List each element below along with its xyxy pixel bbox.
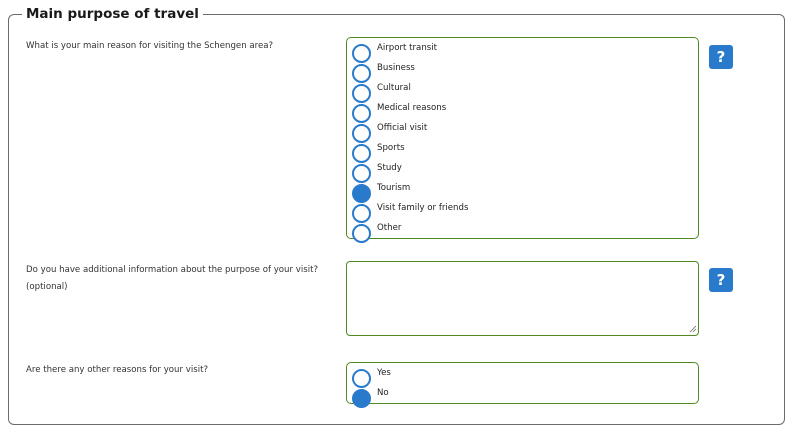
radio-label: Visit family or friends <box>377 203 469 213</box>
radio-option-official-visit[interactable]: Official visit <box>347 118 698 143</box>
other-reasons-question: Are there any other reasons for your vis… <box>26 365 209 375</box>
radio-option-other[interactable]: Other <box>347 218 698 243</box>
radio-option-no[interactable]: No <box>347 383 698 408</box>
radio-option-sports[interactable]: Sports <box>347 138 698 163</box>
radio-label: Tourism <box>377 183 411 193</box>
resize-grip-icon[interactable] <box>689 325 697 333</box>
radio-option-visit-family-or-friends[interactable]: Visit family or friends <box>347 198 698 223</box>
additional-info-question-text: Do you have additional information about… <box>26 265 319 275</box>
radio-circle-icon[interactable] <box>352 64 371 83</box>
radio-circle-icon[interactable] <box>352 44 371 63</box>
radio-label: Cultural <box>377 83 411 93</box>
radio-circle-icon[interactable] <box>352 84 371 103</box>
radio-label: Business <box>377 63 415 73</box>
radio-option-business[interactable]: Business <box>347 58 698 83</box>
help-button-main-reason[interactable]: ? <box>709 45 733 69</box>
radio-option-tourism[interactable]: Tourism <box>347 178 698 203</box>
radio-circle-checked-icon[interactable] <box>352 184 371 203</box>
optional-label: (optional) <box>26 282 68 292</box>
section-title: Main purpose of travel <box>22 4 203 24</box>
radio-label: Official visit <box>377 123 428 133</box>
radio-option-study[interactable]: Study <box>347 158 698 183</box>
radio-option-medical-reasons[interactable]: Medical reasons <box>347 98 698 123</box>
help-button-additional-info[interactable]: ? <box>709 268 733 292</box>
radio-circle-icon[interactable] <box>352 104 371 123</box>
radio-option-airport-transit[interactable]: Airport transit <box>347 38 698 63</box>
main-reason-radio-group: Airport transit Business Cultural Medica… <box>346 37 699 243</box>
radio-label: Medical reasons <box>377 103 447 113</box>
additional-info-textarea[interactable] <box>346 261 699 336</box>
main-reason-question: What is your main reason for visiting th… <box>26 41 274 51</box>
radio-label: No <box>377 388 389 398</box>
radio-circle-icon[interactable] <box>352 144 371 163</box>
radio-label: Airport transit <box>377 43 437 53</box>
radio-circle-icon[interactable] <box>352 204 371 223</box>
radio-circle-checked-icon[interactable] <box>352 389 371 408</box>
radio-option-cultural[interactable]: Cultural <box>347 78 698 103</box>
radio-option-yes[interactable]: Yes <box>347 363 698 388</box>
radio-label: Sports <box>377 143 405 153</box>
question-mark-icon: ? <box>716 48 726 66</box>
radio-label: Other <box>377 223 402 233</box>
question-mark-icon: ? <box>716 271 726 289</box>
radio-circle-icon[interactable] <box>352 124 371 143</box>
radio-label: Yes <box>377 368 391 378</box>
radio-circle-icon[interactable] <box>352 369 371 388</box>
main-purpose-fieldset <box>8 14 785 425</box>
other-reasons-radio-group: Yes No <box>346 362 699 408</box>
additional-info-question: Do you have additional information about… <box>26 262 326 296</box>
radio-circle-icon[interactable] <box>352 224 371 243</box>
radio-circle-icon[interactable] <box>352 164 371 183</box>
radio-label: Study <box>377 163 402 173</box>
